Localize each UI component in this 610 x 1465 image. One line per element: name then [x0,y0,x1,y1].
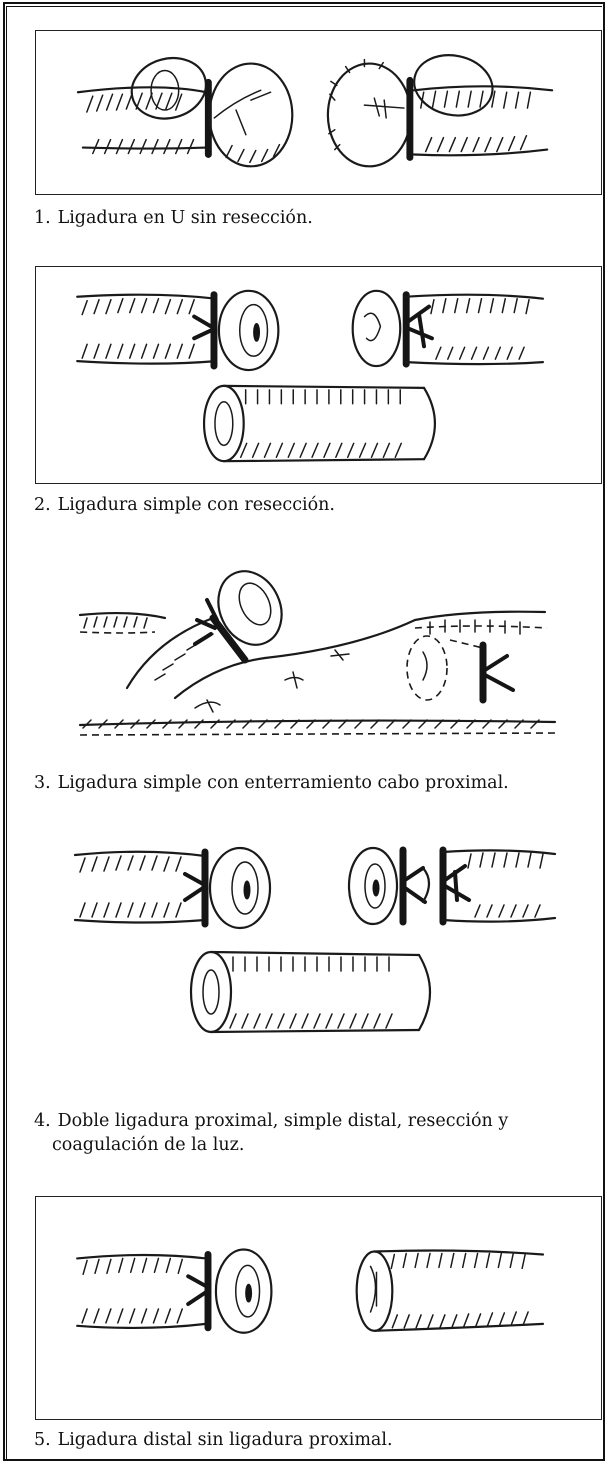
figure-1-number: 1. [34,206,52,230]
figure-5-caption-text: Ligadura distal sin ligadura proximal. [58,1430,393,1450]
figure-4-number: 4. [34,1109,52,1133]
figure-3-caption-text: Ligadura simple con enterramiento cabo p… [58,773,509,793]
figure-3-number: 3. [34,771,52,795]
figure-1-caption: 1. Ligadura en U sin resección. [34,206,604,230]
figure-1-panel [35,30,602,195]
figure-5-caption: 5. Ligadura distal sin ligadura proximal… [34,1428,604,1452]
figure-4-illustration [35,820,602,1040]
figure-5-panel [35,1196,602,1420]
figure-1-illustration [36,31,601,194]
figure-3-panel [35,540,602,760]
figure-1-caption-text: Ligadura en U sin resección. [58,208,313,228]
figure-2-number: 2. [34,493,52,517]
figure-3-illustration [35,540,602,760]
figure-5-illustration [36,1197,601,1419]
figure-4-caption-text: Doble ligadura proximal, simple distal, … [58,1111,509,1131]
figure-4-caption: 4. Doble ligadura proximal, simple dista… [34,1109,604,1157]
figure-5-number: 5. [34,1428,52,1452]
figure-4-caption-continuation: coagulación de la luz. [34,1133,604,1157]
figure-2-caption: 2. Ligadura simple con resección. [34,493,604,517]
figure-4-panel [35,820,602,1040]
figure-2-panel [35,266,602,484]
figure-2-illustration [36,267,601,483]
figure-3-caption: 3. Ligadura simple con enterramiento cab… [34,771,604,795]
figure-2-caption-text: Ligadura simple con resección. [58,495,335,515]
